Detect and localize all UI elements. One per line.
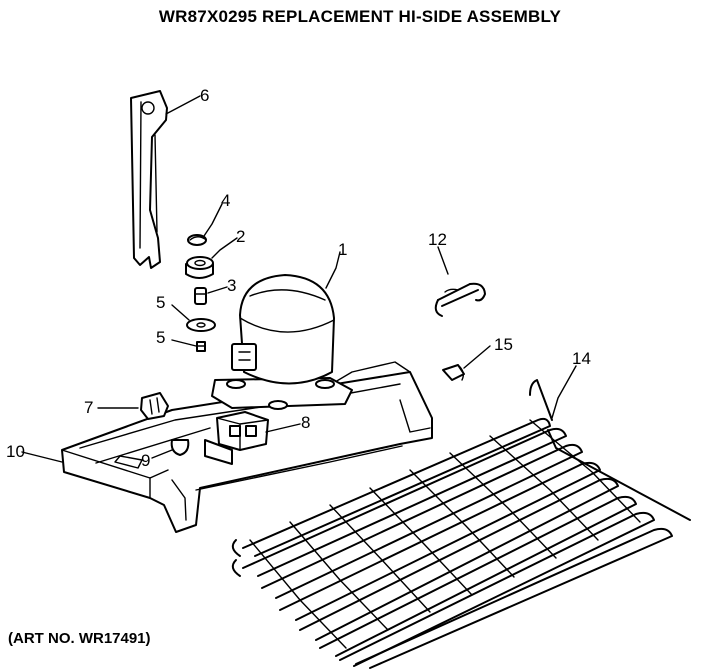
part-condenser [231, 379, 691, 669]
part-clip [187, 234, 207, 246]
callout-4: 4 [221, 191, 230, 210]
part-grommet [185, 256, 214, 279]
part-bracket [130, 90, 168, 269]
part-washer [186, 318, 216, 332]
callout-7: 7 [84, 398, 93, 417]
callout-3: 3 [227, 276, 236, 295]
callout-6: 6 [200, 86, 209, 105]
part-base-pan [61, 361, 433, 533]
callouts: 6 4 2 3 5 5 1 7 8 9 10 12 15 14 [6, 86, 591, 470]
part-overload [204, 411, 269, 465]
callout-5b: 5 [156, 328, 165, 347]
callout-12: 12 [428, 230, 447, 249]
callout-9: 9 [141, 451, 150, 470]
callout-14: 14 [572, 349, 591, 368]
callout-8: 8 [301, 413, 310, 432]
callout-5a: 5 [156, 293, 165, 312]
callout-15: 15 [494, 335, 513, 354]
part-relay [140, 392, 169, 420]
callout-10: 10 [6, 442, 25, 461]
diagram-title: WR87X0295 REPLACEMENT HI-SIDE ASSEMBLY [158, 7, 562, 26]
part-clamp [442, 364, 465, 381]
part-clip-small [170, 439, 190, 456]
part-screw [196, 341, 206, 352]
part-spring-clip [434, 282, 486, 317]
art-number: (ART NO. WR17491) [8, 630, 151, 647]
callout-1: 1 [338, 240, 347, 259]
leader-lines [21, 95, 577, 463]
part-sleeve [194, 287, 207, 305]
condenser-tubes [242, 417, 673, 669]
callout-2: 2 [236, 227, 245, 246]
part-compressor [211, 274, 353, 410]
